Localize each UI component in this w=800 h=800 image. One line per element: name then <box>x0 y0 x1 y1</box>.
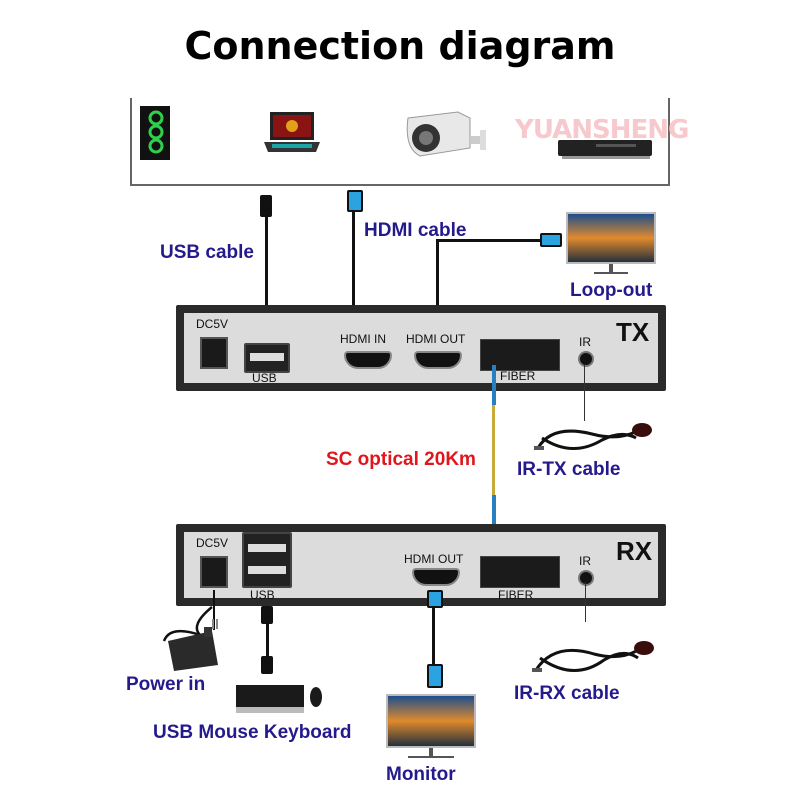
rx-badge: RX <box>616 536 653 566</box>
ir-rx-cable-icon <box>532 641 654 672</box>
power-in-label: Power in <box>126 674 206 695</box>
monitor-hdmi-plug <box>427 664 443 688</box>
tx-fiber-label: FIBER <box>500 369 536 383</box>
ir-tx-cable-label: IR-TX cable <box>517 459 621 480</box>
tx-ir-port[interactable] <box>578 351 594 367</box>
power-cable <box>213 590 215 630</box>
rx-fiber-port[interactable] <box>480 556 560 588</box>
loop-out-plug <box>540 233 562 247</box>
tx-badge: TX <box>616 317 650 347</box>
diagram-title: Connection diagram <box>184 24 616 68</box>
usb-cable-label: USB cable <box>160 242 254 263</box>
tx-usb-port[interactable] <box>244 343 290 373</box>
tx-dc-port[interactable] <box>200 337 228 369</box>
monitor-icon <box>386 694 476 758</box>
usb-mouse-keyboard-label: USB Mouse Keyboard <box>153 722 352 743</box>
laptop-icon <box>264 112 320 152</box>
tx-dc-label: DC5V <box>196 317 229 331</box>
rx-usb-label: USB <box>250 588 275 602</box>
tx-hdmi-out-port[interactable] <box>414 351 462 369</box>
dvd-player-icon <box>558 140 652 159</box>
hdmi-plug <box>347 190 363 212</box>
hdmi-cable <box>352 210 355 310</box>
camera-icon <box>406 111 486 157</box>
keyboard-usb-plug <box>261 656 273 674</box>
rx-ir-port[interactable] <box>578 570 594 586</box>
rx-hdmi-out-label: HDMI OUT <box>404 552 464 566</box>
ir-tx-cable-icon <box>534 423 652 450</box>
tx-device: DC5V USB HDMI IN HDMI OUT FIBER IR TX <box>176 305 666 391</box>
keyboard-mouse-icon <box>236 685 322 713</box>
pc-tower-icon <box>140 106 170 160</box>
fiber-cable-bottom <box>492 495 496 545</box>
tx-hdmi-in-label: HDMI IN <box>340 332 386 346</box>
fiber-cable-top <box>492 365 496 405</box>
ir-rx-line <box>585 582 586 622</box>
ir-rx-cable-label: IR-RX cable <box>514 683 620 704</box>
tx-usb-label: USB <box>252 371 277 385</box>
monitor-label: Monitor <box>386 764 456 785</box>
rx-ir-label: IR <box>579 554 591 568</box>
loop-out-cable-horizontal <box>436 239 546 242</box>
usb-cable <box>265 215 268 307</box>
rx-dc-port[interactable] <box>200 556 228 588</box>
rx-dc-label: DC5V <box>196 536 229 550</box>
monitor-hdmi-cable <box>432 606 435 666</box>
rx-device: DC5V USB HDMI OUT FIBER IR RX <box>176 524 666 606</box>
loop-out-label: Loop-out <box>570 280 653 301</box>
fiber-cable <box>492 405 495 495</box>
usb-keyboard-cable <box>266 624 269 664</box>
rx-usb-plug <box>261 606 273 624</box>
loop-out-cable <box>436 241 439 311</box>
rx-usb-port[interactable] <box>242 532 292 588</box>
tx-ir-label: IR <box>579 335 591 349</box>
tx-hdmi-out-label: HDMI OUT <box>406 332 466 346</box>
ir-tx-line <box>584 365 585 421</box>
rx-fiber-label: FIBER <box>498 588 534 602</box>
hdmi-cable-label: HDMI cable <box>364 220 467 241</box>
sc-optical-label: SC optical 20Km <box>326 449 476 470</box>
usb-plug <box>260 195 272 217</box>
tx-hdmi-in-port[interactable] <box>344 351 392 369</box>
power-adapter-icon <box>162 606 218 671</box>
rx-hdmi-out-port[interactable] <box>412 568 460 586</box>
loop-out-monitor-icon <box>566 212 656 274</box>
rx-hdmi-plug <box>427 590 443 608</box>
